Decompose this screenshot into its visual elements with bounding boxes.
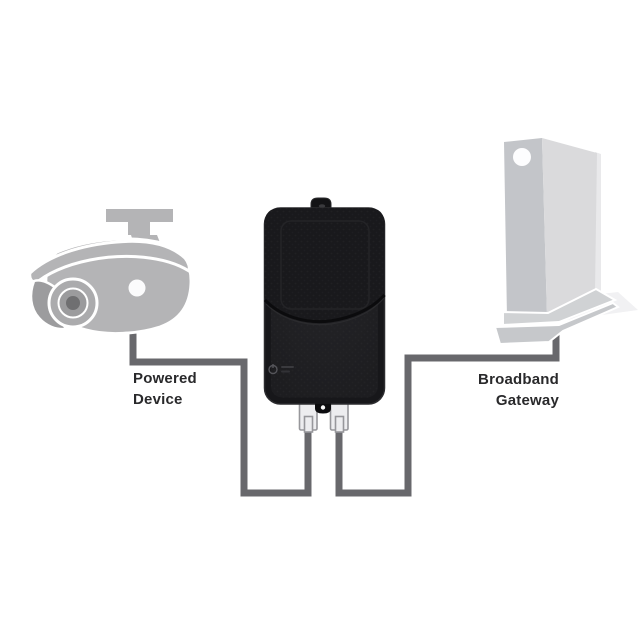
camera-ethernet-cable bbox=[129, 320, 312, 497]
injector-top-tab-slot bbox=[318, 204, 326, 208]
injector-top-mounting-tab bbox=[310, 197, 332, 211]
camera-lens-center bbox=[66, 296, 80, 310]
gateway-ethernet-cable bbox=[335, 328, 560, 497]
gateway-base-top bbox=[502, 287, 618, 327]
power-symbol-icon bbox=[268, 364, 278, 375]
gateway-side-panel bbox=[504, 138, 547, 318]
powered-device-label: Powered Device bbox=[133, 368, 197, 410]
broadband-gateway-label: Broadband Gateway bbox=[478, 369, 559, 411]
powered-device-label-line2: Device bbox=[133, 391, 183, 408]
gateway-vent-hole bbox=[513, 148, 531, 166]
injector-flap-edge bbox=[263, 293, 386, 324]
injector-markings bbox=[281, 366, 294, 373]
broadband-gateway-icon bbox=[493, 138, 638, 346]
powered-device-label-line1: Powered bbox=[133, 370, 197, 387]
gateway-base-foot bbox=[493, 301, 620, 346]
rj45-plug-right-icon bbox=[329, 402, 349, 433]
security-camera-icon bbox=[28, 209, 193, 336]
broadband-gateway-label-line2: Gateway bbox=[495, 392, 559, 409]
gateway-front-panel bbox=[542, 138, 597, 316]
injector-flap-edge-highlight bbox=[265, 297, 385, 326]
camera-mount-bracket bbox=[106, 209, 173, 235]
cables bbox=[129, 320, 560, 497]
injector-bottom-tab-hole bbox=[320, 405, 326, 410]
poe-injector-icon bbox=[263, 197, 386, 414]
rj45-plugs bbox=[298, 402, 349, 433]
injector-flap-inset-outline bbox=[280, 220, 370, 310]
broadband-gateway-label-line1: Broadband bbox=[478, 371, 559, 388]
camera-body-detail-dot bbox=[128, 279, 146, 297]
injector-flap-texture bbox=[264, 208, 385, 322]
rj45-plug-left-icon bbox=[298, 402, 318, 433]
